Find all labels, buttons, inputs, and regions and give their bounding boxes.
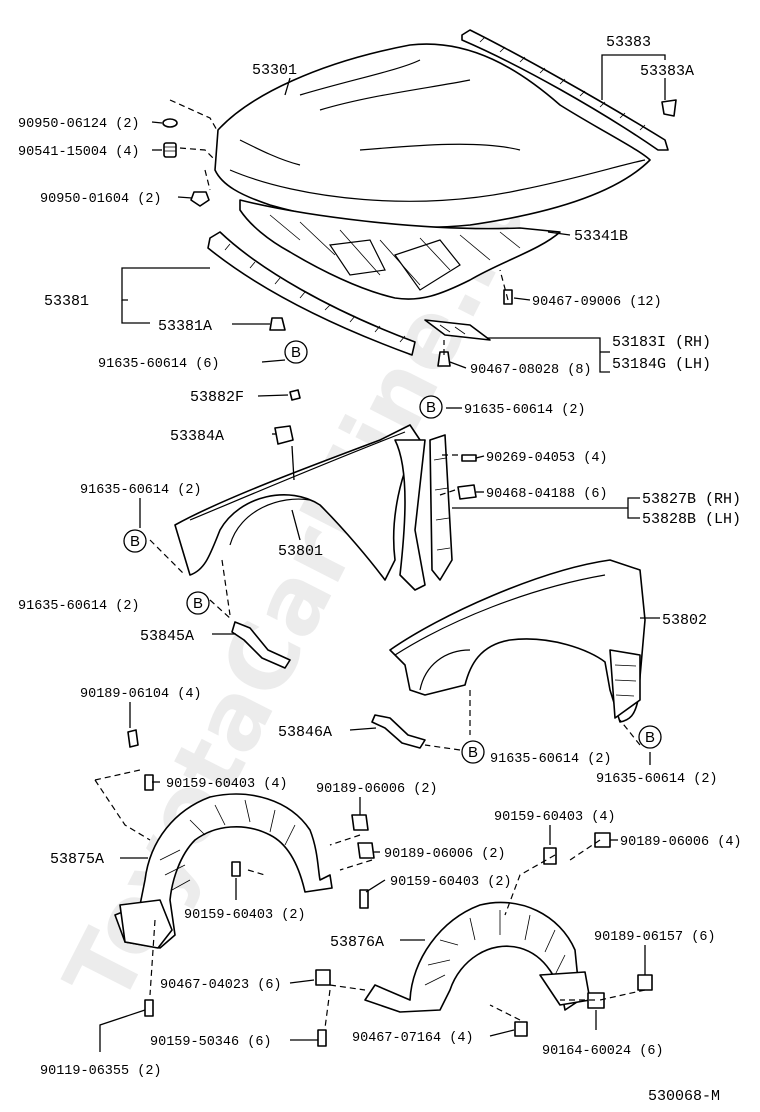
label-nut-90189-06006-c: 90189-06006 (2) — [384, 847, 506, 862]
fender-lh-illustration — [389, 559, 646, 723]
label-fender-rh: 53801 — [278, 543, 323, 560]
label-nut-90189-06006-b: 90189-06006 (4) — [620, 835, 742, 850]
label-seal-lh: 53828B (LH) — [642, 511, 741, 528]
label-bolt-b-low: 91635-60614 (2) — [490, 752, 612, 767]
label-hood-seal-clip: 53383A — [640, 63, 694, 80]
label-bolt-b-top: 91635-60614 (2) — [464, 403, 586, 418]
part-labels: 53301 53383 53383A 90950-06124 (2) 90541… — [18, 34, 742, 1105]
svg-text:B: B — [426, 399, 436, 416]
cover-illustration — [424, 319, 491, 341]
watermark: ToyotaCarMine.ru — [44, 156, 555, 1020]
label-bolt-top: 91635-60614 (6) — [98, 357, 220, 372]
ref-marker-1: B — [284, 340, 308, 364]
label-clip-90467-04023: 90467-04023 (6) — [160, 978, 282, 993]
label-front-seal-clip: 53381A — [158, 318, 212, 335]
fender-fasteners — [274, 389, 477, 500]
leader-lines — [99, 54, 666, 1052]
label-clip-90467-09006: 90467-09006 (12) — [532, 295, 662, 310]
label-bolt-90164: 90164-60024 (6) — [542, 1044, 664, 1059]
label-cushion-1: 90950-06124 (2) — [18, 117, 140, 132]
label-53882f: 53882F — [190, 389, 244, 406]
bracket-53846a-illustration — [371, 714, 426, 749]
label-bolt-left: 91635-60614 (2) — [80, 483, 202, 498]
hood-insulator-illustration — [239, 199, 561, 300]
ref-marker-2: B — [419, 395, 443, 419]
fender-rh-illustration — [174, 424, 426, 591]
label-bolt-b-right: 91635-60614 (2) — [596, 772, 718, 787]
label-cover-rh: 53183I (RH) — [612, 334, 711, 351]
ref-marker-6: B — [638, 725, 662, 749]
label-screw-90119: 90119-06355 (2) — [40, 1064, 162, 1079]
ref-marker-3: B — [123, 529, 147, 553]
label-clip-90467-07164: 90467-07164 (4) — [352, 1031, 474, 1046]
liner-rh-illustration — [114, 793, 333, 949]
label-clip-90468: 90468-04188 (6) — [486, 487, 608, 502]
label-bolt-b-mid: 91635-60614 (2) — [18, 599, 140, 614]
label-53845a: 53845A — [140, 628, 194, 645]
label-screw-90269: 90269-04053 (4) — [486, 451, 608, 466]
label-screw-90159-50346: 90159-50346 (6) — [150, 1035, 272, 1050]
hood-fasteners — [162, 99, 677, 367]
label-cover-lh: 53184G (LH) — [612, 356, 711, 373]
label-screw-90159-a: 90159-60403 (4) — [166, 777, 288, 792]
label-hood-insulator: 53341B — [574, 228, 628, 245]
bracket-53845a-illustration — [231, 621, 291, 669]
label-hood: 53301 — [252, 62, 297, 79]
label-front-seal: 53381 — [44, 293, 89, 310]
svg-text:B: B — [193, 595, 203, 612]
liner-lh-illustration — [364, 901, 591, 1013]
label-seal-rh: 53827B (RH) — [642, 491, 741, 508]
label-cushion-3: 90950-01604 (2) — [40, 192, 162, 207]
diagram-code: 530068-M — [648, 1088, 720, 1105]
label-clip-90467-08028: 90467-08028 (8) — [470, 363, 592, 378]
label-screw-90159-b: 90159-60403 (4) — [494, 810, 616, 825]
label-liner-lh: 53876A — [330, 934, 384, 951]
hood-seal-illustration — [461, 29, 669, 151]
label-53846a: 53846A — [278, 724, 332, 741]
label-screw-90189-06104: 90189-06104 (4) — [80, 687, 202, 702]
ref-marker-4: B — [186, 591, 210, 615]
label-cushion-2: 90541-15004 (4) — [18, 145, 140, 160]
label-screw-90159-d: 90159-60403 (2) — [184, 908, 306, 923]
label-nut-90189-06157: 90189-06157 (6) — [594, 930, 716, 945]
label-hood-seal: 53383 — [606, 34, 651, 51]
ref-marker-5: B — [461, 740, 485, 764]
label-fender-lh: 53802 — [662, 612, 707, 629]
label-nut-90189-06006-a: 90189-06006 (2) — [316, 782, 438, 797]
label-screw-90159-c: 90159-60403 (2) — [390, 875, 512, 890]
label-liner-rh: 53875A — [50, 851, 104, 868]
svg-text:B: B — [645, 729, 655, 746]
svg-text:B: B — [130, 533, 140, 550]
svg-text:B: B — [291, 344, 301, 361]
fender-seal-illustration — [429, 434, 453, 581]
svg-text:B: B — [468, 744, 478, 761]
front-seal-illustration — [207, 231, 416, 356]
label-53384a: 53384A — [170, 428, 224, 445]
